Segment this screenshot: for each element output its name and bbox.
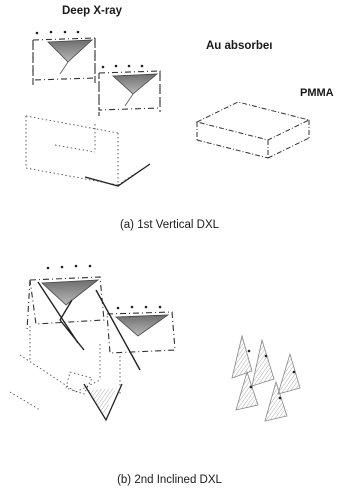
xray-dots-b: [46, 264, 162, 310]
caption-b: (b) 2nd Inclined DXL: [117, 474, 222, 486]
absorber-b-left: [41, 279, 100, 306]
au-absorber-label: Au absorbeı: [206, 40, 273, 52]
pmma-label: PMMA: [300, 87, 334, 99]
mask-frame-b-right: [106, 311, 176, 354]
pmma-base-solid: [84, 163, 151, 187]
inclined-beams: [37, 281, 141, 371]
xray-dots-a: [35, 30, 144, 69]
au-absorber-right: [112, 73, 159, 95]
deep-xray-label: Deep X-ray: [62, 5, 123, 17]
panel-b: [9, 264, 301, 422]
mask-frame-right: [98, 70, 161, 116]
panel-a: [25, 30, 311, 187]
caption-a: (a) 1st Vertical DXL: [119, 219, 220, 231]
mask-frame-left: [32, 37, 96, 86]
pmma-block-left: [25, 115, 151, 186]
au-absorber-left: [47, 39, 94, 63]
mask-frame-b-left: [26, 276, 105, 331]
pyramid-structures: [231, 334, 301, 422]
pmma-slab: [195, 101, 311, 159]
absorber-b-right: [114, 314, 170, 337]
pmma-b-base-solid: [83, 383, 123, 422]
